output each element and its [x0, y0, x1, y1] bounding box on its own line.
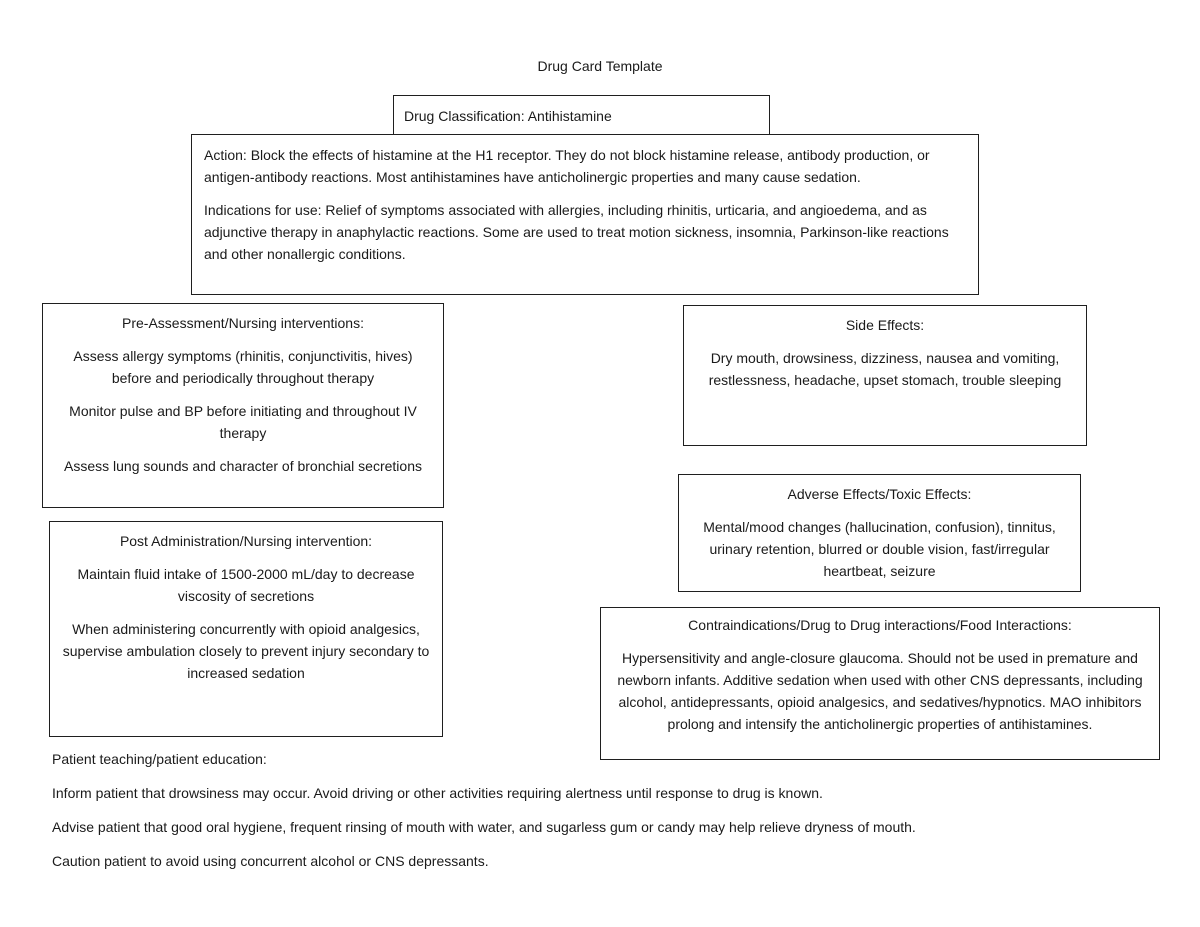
post-administration-box: Post Administration/Nursing intervention…	[49, 521, 443, 737]
patient-teaching-line: Inform patient that drowsiness may occur…	[52, 785, 823, 801]
pre-assessment-box: Pre-Assessment/Nursing interventions: As…	[42, 303, 444, 508]
patient-teaching-line: Caution patient to avoid using concurren…	[52, 853, 489, 869]
action-paragraph: Action: Block the effects of histamine a…	[204, 147, 930, 185]
pre-assessment-paragraph: Monitor pulse and BP before initiating a…	[69, 403, 417, 441]
adverse-effects-heading: Adverse Effects/Toxic Effects:	[787, 486, 972, 502]
post-administration-heading: Post Administration/Nursing intervention…	[119, 533, 373, 549]
side-effects-paragraph: Dry mouth, drowsiness, dizziness, nausea…	[708, 350, 1062, 388]
drug-classification-text: Drug Classification: Antihistamine	[404, 107, 612, 124]
contraindications-box: Contraindications/Drug to Drug interacti…	[600, 607, 1160, 760]
indications-paragraph: Indications for use: Relief of symptoms …	[204, 202, 949, 262]
side-effects-heading: Side Effects:	[845, 317, 925, 333]
patient-teaching-heading: Patient teaching/patient education:	[52, 751, 267, 767]
post-administration-paragraph: Maintain fluid intake of 1500-2000 mL/da…	[77, 566, 415, 604]
contraindications-heading: Contraindications/Drug to Drug interacti…	[688, 617, 1072, 633]
document-title: Drug Card Template	[537, 58, 663, 74]
side-effects-box: Side Effects: Dry mouth, drowsiness, diz…	[683, 305, 1087, 446]
adverse-effects-box: Adverse Effects/Toxic Effects: Mental/mo…	[678, 474, 1081, 592]
adverse-effects-paragraph: Mental/mood changes (hallucination, conf…	[703, 519, 1056, 579]
pre-assessment-paragraph: Assess lung sounds and character of bron…	[64, 458, 422, 474]
patient-teaching-section: Patient teaching/patient education: Info…	[52, 748, 1162, 884]
post-administration-paragraph: When administering concurrently with opi…	[62, 621, 430, 681]
contraindications-paragraph: Hypersensitivity and angle-closure glauc…	[617, 650, 1143, 732]
pre-assessment-paragraph: Assess allergy symptoms (rhinitis, conju…	[73, 348, 413, 386]
action-indications-box: Action: Block the effects of histamine a…	[191, 134, 979, 295]
patient-teaching-line: Advise patient that good oral hygiene, f…	[52, 819, 916, 835]
pre-assessment-heading: Pre-Assessment/Nursing interventions:	[122, 315, 364, 331]
drug-classification-box: Drug Classification: Antihistamine	[393, 95, 770, 136]
